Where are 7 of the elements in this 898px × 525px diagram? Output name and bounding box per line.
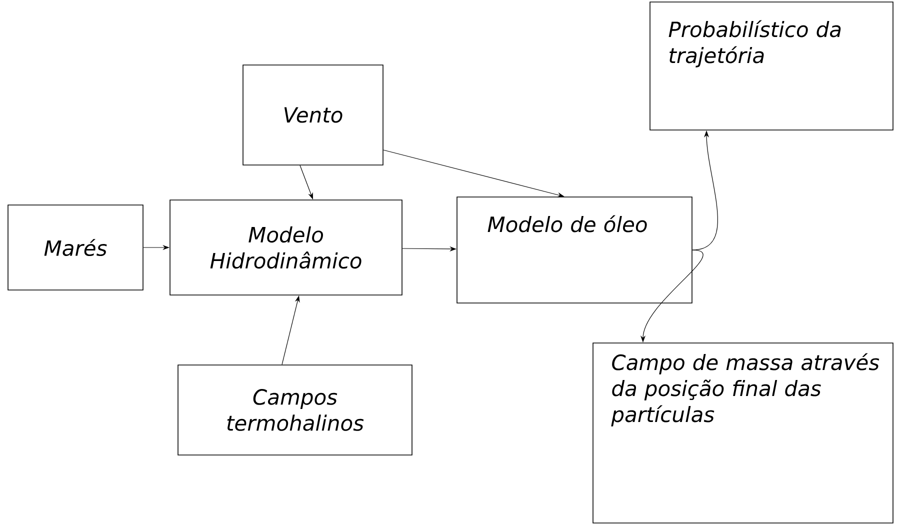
process-box: Campo de massa através da posição final das partículas (592, 342, 894, 524)
process-box: Probabilístico da trajetória (650, 2, 894, 130)
process-box: Marés (8, 204, 144, 290)
process-box: Campos termohalinos (178, 364, 412, 456)
process-box: Modelo Hidrodinâmico (170, 200, 402, 296)
process-box: Modelo de óleo (456, 196, 692, 304)
process-box: Vento (242, 64, 384, 166)
